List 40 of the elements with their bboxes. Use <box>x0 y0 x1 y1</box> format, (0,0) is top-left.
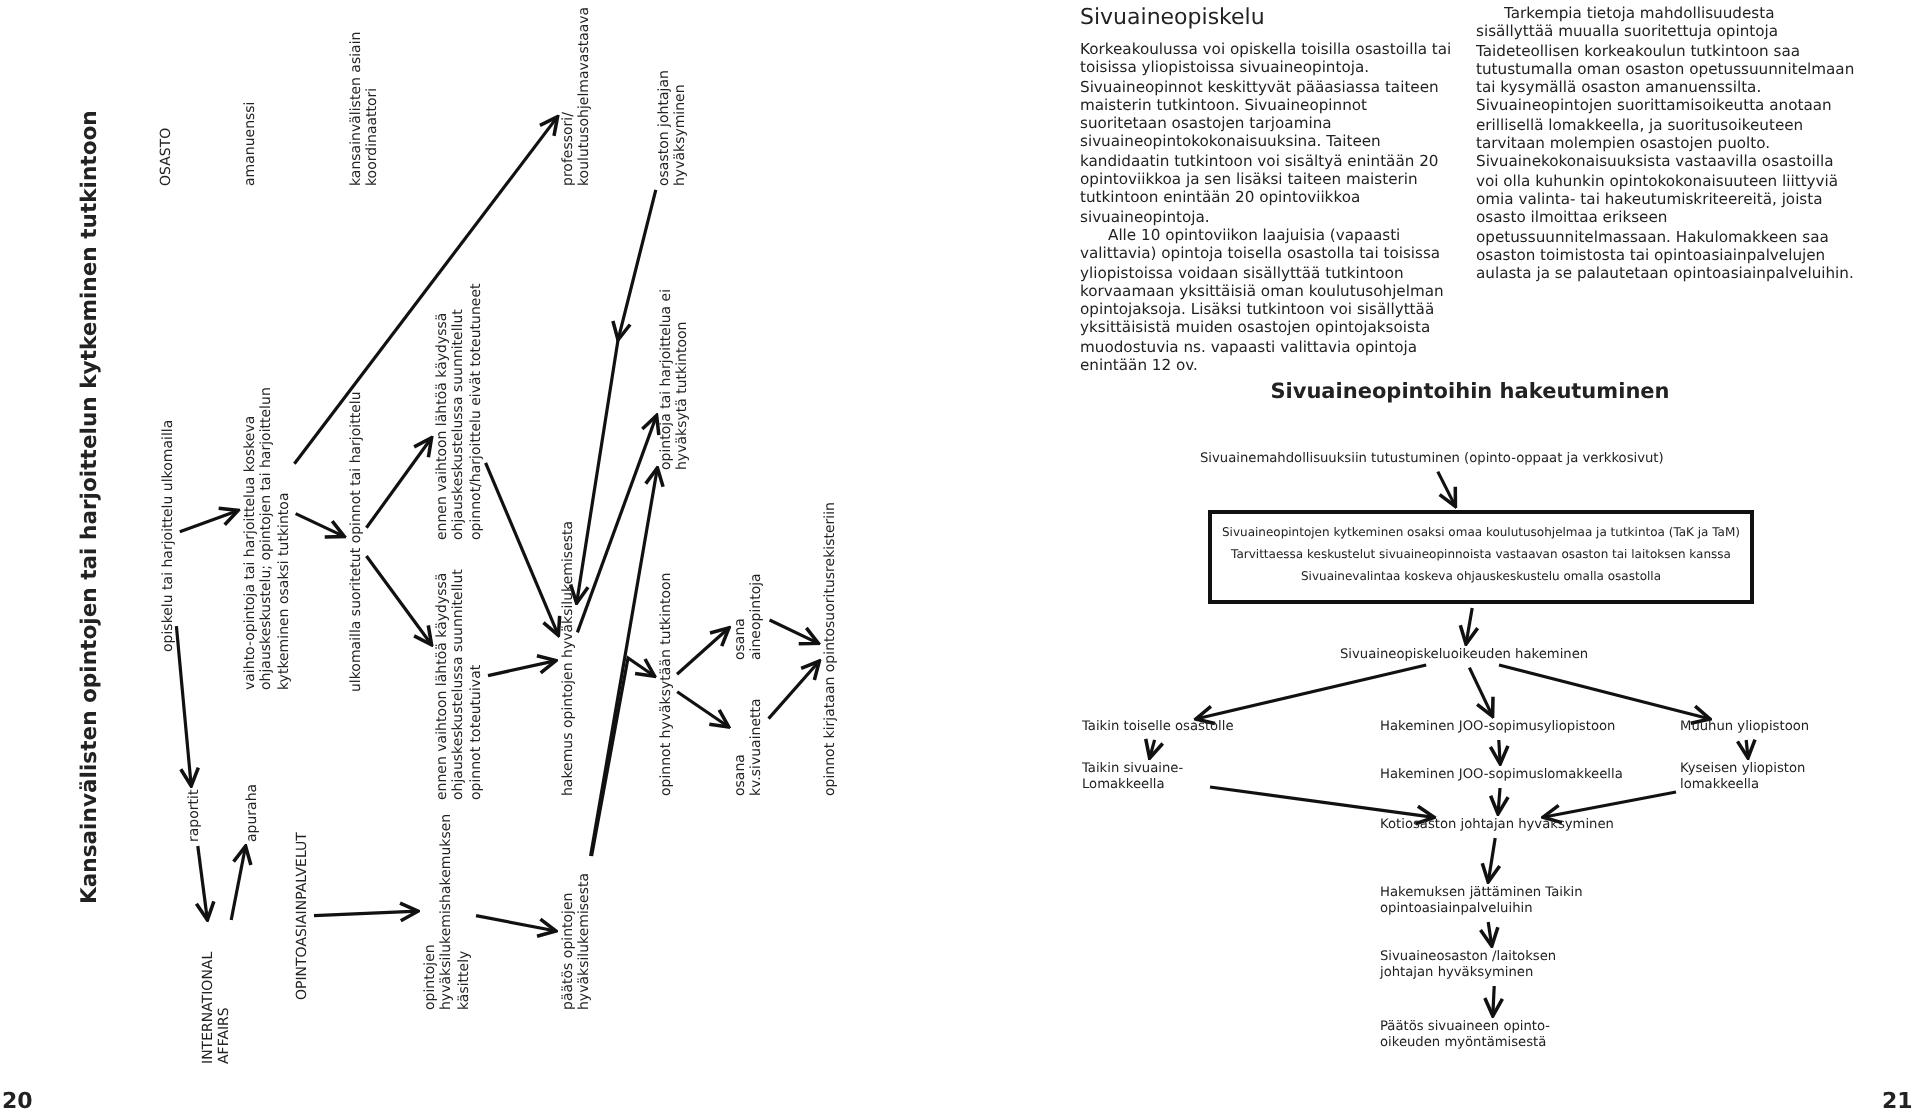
arrow <box>293 114 560 465</box>
arrow <box>1498 663 1712 725</box>
arrow <box>1467 666 1495 719</box>
arrow <box>1478 921 1500 948</box>
arrow <box>1436 470 1458 509</box>
arrow <box>1488 787 1510 816</box>
section-heading: Sivuaineopiskelu <box>1080 4 1267 30</box>
arrow <box>365 555 434 647</box>
process-box <box>1208 510 1754 604</box>
arrow <box>475 914 558 939</box>
arrow <box>589 466 665 857</box>
arrow <box>675 626 731 676</box>
arrow <box>1458 607 1480 646</box>
arrow <box>1209 785 1436 826</box>
arrow <box>294 512 347 539</box>
arrow <box>487 654 558 678</box>
page-title: Kansainvälisten opintojen tai harjoittelun kytkeminen tutkintoon <box>76 110 102 904</box>
arrow <box>1194 663 1427 726</box>
arrow <box>590 655 657 857</box>
arrow <box>767 659 822 720</box>
arrow <box>365 436 434 529</box>
page-number: 20 <box>2 1088 35 1114</box>
arrow <box>179 506 240 534</box>
arrow <box>1143 737 1165 760</box>
page-number: 21 <box>1882 1088 1915 1114</box>
arrow <box>575 413 661 633</box>
arrow <box>484 462 562 638</box>
arrow <box>194 845 216 922</box>
arrow <box>174 626 201 788</box>
arrow <box>1541 790 1677 825</box>
arrow <box>1488 739 1510 766</box>
arrow <box>1483 985 1505 1018</box>
arrow <box>569 189 658 606</box>
arrow <box>313 901 420 923</box>
arrow <box>1735 737 1757 760</box>
arrow <box>768 618 821 646</box>
arrow <box>676 690 731 729</box>
arrow <box>229 844 253 921</box>
arrow <box>1480 837 1502 884</box>
section-heading: Sivuaineopintoihin hakeutuminen <box>1268 380 1672 404</box>
